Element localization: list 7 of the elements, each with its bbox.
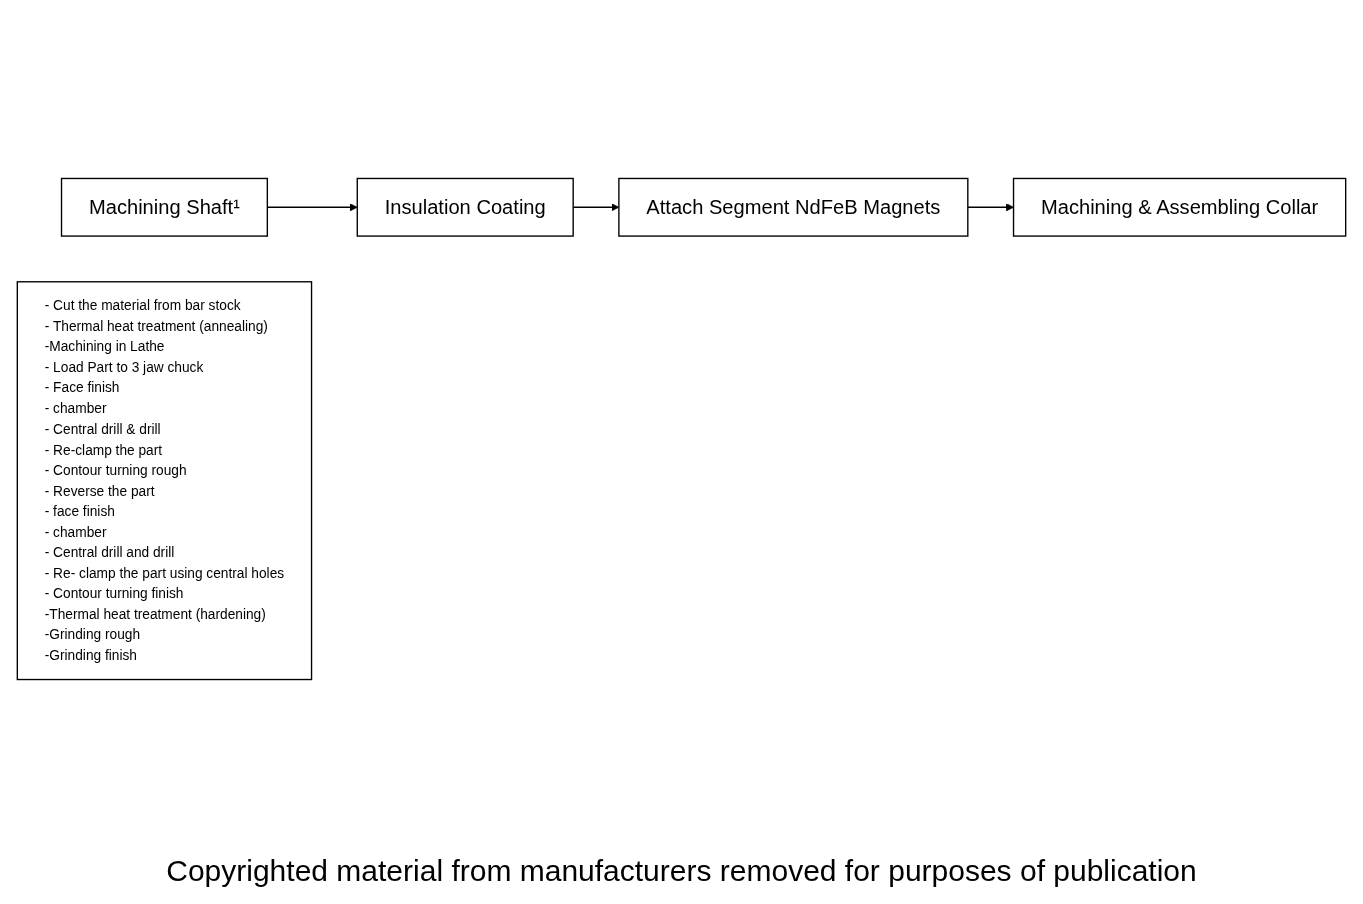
node-box: Machining Shaft¹	[60, 177, 269, 237]
node-box: - Cut the material from bar stock - Thermal heat treatment (annealing) -Machining in Lathe - Load Part to 3 jaw chuck - Face finish - chamber - Central drill & drill - Re-clamp the part - Contour turning rough - Reverse the part - face finish - chamber - Central drill and drill - Re- clamp the part using central holes - Contour turning finish -Thermal heat treatment (hardening) -Grinding rough -Grinding finish	[16, 281, 313, 681]
arrow	[967, 203, 1014, 212]
node-box: Attach Segment NdFeB Magnets	[618, 177, 969, 237]
notice-text: Copyrighted material from manufacturers removed for purposes of publication	[166, 854, 1197, 888]
node-box: Machining & Assembling Collar	[1012, 177, 1347, 237]
node-box: Insulation Coating	[356, 177, 574, 237]
